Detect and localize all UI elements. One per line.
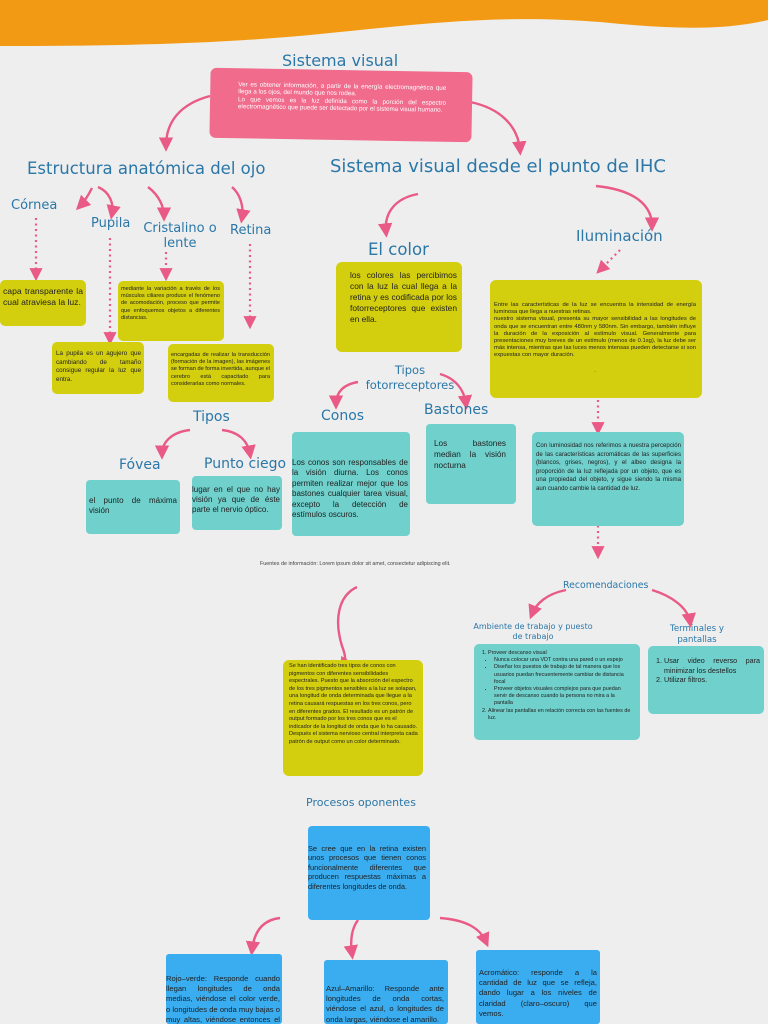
color-label: El color xyxy=(368,240,429,259)
iluminacion-text-3: . xyxy=(594,367,596,374)
retina-box: encargadas de realizar la transducción (… xyxy=(168,344,274,402)
ambiente-item: Nunca colocar una VDT contra una pared o… xyxy=(494,657,634,664)
top-wave-decoration xyxy=(0,0,768,46)
tipos-retina-label: Tipos xyxy=(193,409,230,425)
intro-box: Ver es obtener información, a partir de … xyxy=(209,67,473,143)
sources-text: Fuentes de información: Lorem ipsum dolo… xyxy=(260,561,451,567)
azul-amarillo-box: Azul–Amarillo: Responde ante longitudes … xyxy=(324,960,448,1024)
iluminacion-box: Entre las características de la luz se e… xyxy=(490,280,702,398)
cornea-label: Córnea xyxy=(11,198,58,213)
bastones-label: Bastones xyxy=(424,402,489,418)
luminosidad-box: Con luminosidad nos referimos a nuestra … xyxy=(532,432,684,526)
pupila-box: La pupila es un agujero que cambiando de… xyxy=(52,342,144,394)
cones-detail-box: Se han identificado tres tipos de conos … xyxy=(283,660,423,776)
cristalino-box: mediante la variación a través de los mú… xyxy=(118,281,224,341)
ihc-heading: Sistema visual desde el punto de IHC xyxy=(330,156,666,177)
cornea-text: capa transparente la cual atraviesa la l… xyxy=(3,286,83,307)
punto-ciego-label: Punto ciego xyxy=(204,456,287,472)
procesos-text: Se cree que en la retina existen unos pr… xyxy=(308,844,426,891)
terminales-item: Usar video reverso para minimizar los de… xyxy=(664,656,760,675)
recomendaciones-heading: Recomendaciones xyxy=(563,580,649,591)
punto-ciego-box: lugar en el que no hay visión ya que de … xyxy=(192,476,282,530)
rojo-verde-text: Rojo–verde: Responde cuando llegan longi… xyxy=(166,974,280,1024)
color-text: los colores las percibimos con la luz la… xyxy=(350,270,457,324)
procesos-heading: Procesos oponentes xyxy=(306,796,416,809)
retina-text: encargadas de realizar la transducción (… xyxy=(171,352,270,387)
ambiente-item: Alinear las pantallas en relación correc… xyxy=(488,708,634,722)
pupila-label: Pupila xyxy=(91,216,131,231)
pupila-text: La pupila es un agujero que cambiando de… xyxy=(56,350,141,383)
rojo-verde-box: Rojo–verde: Responde cuando llegan longi… xyxy=(166,954,282,1024)
ambiente-list: Proveer descanso visual xyxy=(474,650,634,657)
ambiente-sublist: Nunca colocar una VDT contra una pared o… xyxy=(474,657,634,707)
color-box: los colores las percibimos con la luz la… xyxy=(336,262,462,352)
ambiente-item: Proveer objetos visuales complejos para … xyxy=(494,686,634,708)
ambiente-box: Proveer descanso visual Nunca colocar un… xyxy=(474,644,640,740)
conos-box: Los conos son responsables de la visión … xyxy=(292,432,410,536)
terminales-list: Usar video reverso para minimizar los de… xyxy=(648,656,760,685)
procesos-box: Se cree que en la retina existen unos pr… xyxy=(308,826,430,920)
ambiente-item: Proveer descanso visual xyxy=(488,650,634,657)
fovea-label: Fóvea xyxy=(119,457,161,473)
conos-label: Conos xyxy=(321,408,365,424)
ambiente-item: Diseñar los puestos de trabajo de tal ma… xyxy=(494,664,634,686)
conos-text: Los conos son responsables de la visión … xyxy=(292,458,408,520)
acromatico-box: Acromático: responde a la cantidad de lu… xyxy=(476,950,600,1024)
cristalino-text: mediante la variación a través de los mú… xyxy=(121,286,220,321)
iluminacion-text-1: Entre las características de la luz se e… xyxy=(494,302,696,316)
tipos-fotorreceptores-label: Tipos fotorreceptores xyxy=(365,363,455,392)
intro-text-2: Lo que vemos es la luz definida como la … xyxy=(237,96,447,114)
terminales-label: Terminales y pantallas xyxy=(670,624,724,645)
anatomy-heading: Estructura anatómica del ojo xyxy=(27,159,266,178)
ambiente-label: Ambiente de trabajo y puesto de trabajo xyxy=(473,622,593,641)
iluminacion-text-2: nuestro sistema visual, presenta su mayo… xyxy=(494,316,696,359)
azul-amarillo-text: Azul–Amarillo: Responde ante longitudes … xyxy=(326,984,444,1024)
luminosidad-text: Con luminosidad nos referimos a nuestra … xyxy=(536,442,681,492)
retina-label: Retina xyxy=(230,223,272,238)
iluminacion-label: Iluminación xyxy=(576,227,663,245)
terminales-box: Usar video reverso para minimizar los de… xyxy=(648,646,764,714)
acromatico-text: Acromático: responde a la cantidad de lu… xyxy=(479,968,597,1018)
fovea-box: el punto de máxima visión xyxy=(86,480,180,534)
cones-detail-text: Se han identificado tres tipos de conos … xyxy=(289,663,418,745)
bastones-box: Los bastones median la visión nocturna xyxy=(426,424,516,504)
punto-ciego-text: lugar en el que no hay visión ya que de … xyxy=(192,485,280,514)
page-title: Sistema visual xyxy=(282,51,399,70)
terminales-item: Utilizar filtros. xyxy=(664,675,760,685)
cornea-box: capa transparente la cual atraviesa la l… xyxy=(0,280,86,326)
fovea-text: el punto de máxima visión xyxy=(89,496,177,515)
ambiente-list-2: Alinear las pantallas en relación correc… xyxy=(474,708,634,722)
bastones-text: Los bastones median la visión nocturna xyxy=(434,439,506,470)
cristalino-label: Cristalino o lente xyxy=(143,221,217,251)
